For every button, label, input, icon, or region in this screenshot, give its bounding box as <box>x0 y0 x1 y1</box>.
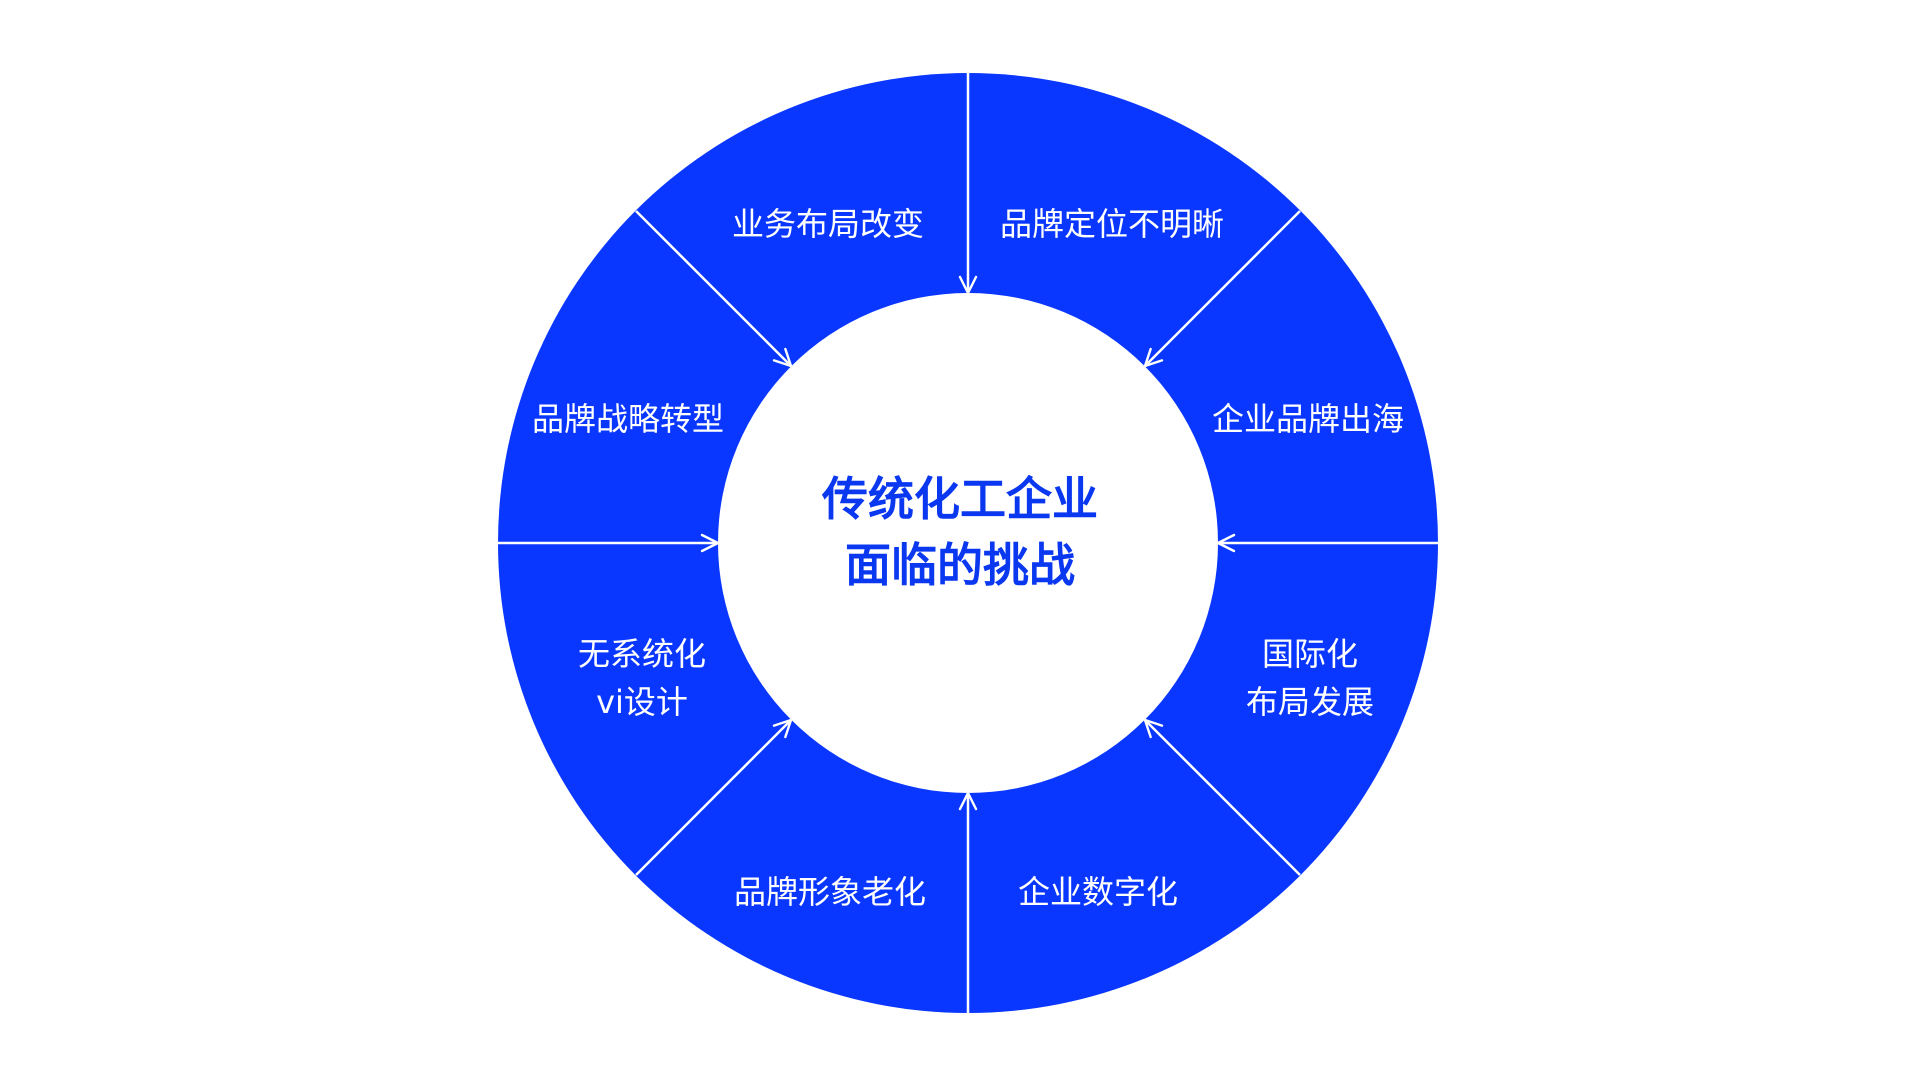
divider-arrow-bottom-left <box>635 718 793 876</box>
divider-arrow-top-left <box>635 210 793 368</box>
divider-arrow-bottom-right <box>1143 718 1301 876</box>
segment-label-no-vi-design: 无系统化 vi设计 <box>577 635 706 721</box>
center-title: 传统化工企业 面临的挑战 <box>760 466 1160 598</box>
segment-label-digitalization: 企业数字化 <box>1017 873 1178 911</box>
segment-label-brand-strategy: 品牌战略转型 <box>531 400 724 438</box>
center-title-line1: 传统化工企业 <box>822 472 1098 526</box>
segment-label-international: 国际化 布局发展 <box>1245 635 1374 721</box>
segment-label-brand-positioning: 品牌定位不明晰 <box>999 205 1224 243</box>
divider-arrow-top-right <box>1143 210 1301 368</box>
segment-label-brand-image-aging: 品牌形象老化 <box>733 873 926 911</box>
center-title-line2: 面临的挑战 <box>845 538 1075 592</box>
segment-label-business-layout: 业务布局改变 <box>731 205 924 243</box>
center-circle <box>718 293 1218 793</box>
segment-label-brand-overseas: 企业品牌出海 <box>1211 400 1404 438</box>
